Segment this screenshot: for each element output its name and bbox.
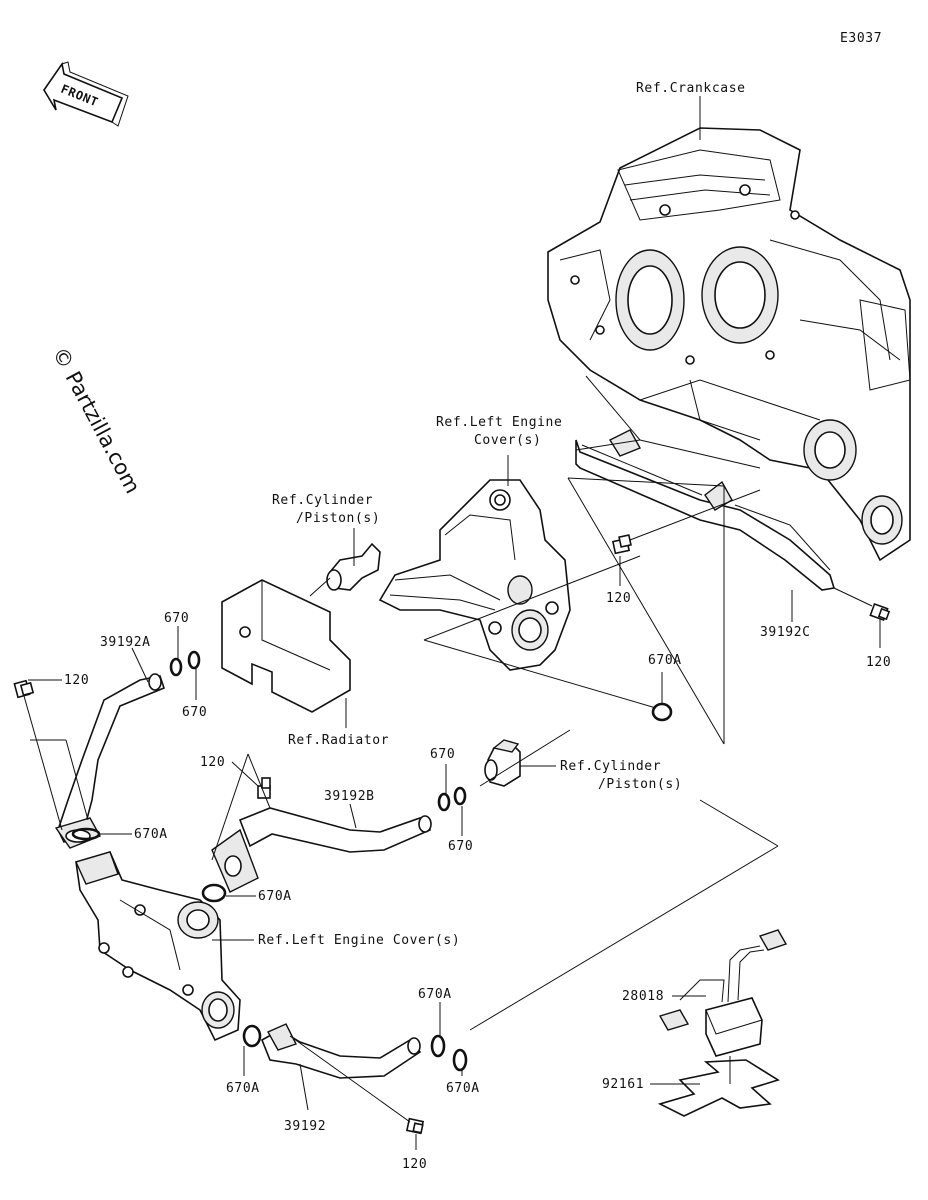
bolt-120-bottom: [405, 1117, 425, 1135]
label-39192A: 39192A: [100, 635, 151, 650]
label-ref-radiator: Ref.Radiator: [288, 733, 389, 748]
label-92161: 92161: [602, 1077, 644, 1092]
bolt-120-mid: [257, 777, 271, 799]
o-ring-670A-bottom-right-a: [430, 1034, 446, 1058]
label-120-a: 120: [64, 673, 89, 688]
label-670-c: 670: [430, 747, 455, 762]
o-ring-670A-bottom-right-b: [452, 1048, 468, 1072]
bolt-120-right: [869, 602, 891, 622]
label-670-b: 670: [182, 705, 207, 720]
diagram-code: E3037: [840, 31, 882, 46]
bolt-120-crank: [611, 534, 632, 555]
label-120-c: 120: [866, 655, 891, 670]
label-ref-left-engine-cover-top-line1: Ref.Left Engine: [436, 415, 562, 430]
bolt-120-left: [13, 679, 35, 699]
label-ref-left-engine-cover-top-line2: Cover(s): [474, 433, 541, 448]
label-670A-d: 670A: [418, 987, 452, 1002]
label-670-d: 670: [448, 839, 473, 854]
front-direction-arrow: FRONT: [43, 61, 129, 127]
label-39192C: 39192C: [760, 625, 811, 640]
crankcase-reference-drawing: [547, 127, 911, 562]
o-ring-670A-top: [651, 702, 673, 722]
o-ring-670-d: [453, 786, 467, 806]
label-ref-cylinder-mid-line2: /Piston(s): [598, 777, 682, 792]
radiator-reference-drawing: [221, 579, 351, 713]
partzilla-watermark: © Partzilla.com: [48, 343, 145, 497]
label-670A-f: 670A: [446, 1081, 480, 1096]
label-670A-b: 670A: [134, 827, 168, 842]
left-engine-cover-bottom-reference: [75, 851, 241, 1042]
cylinder-fitting-top-reference: [326, 542, 381, 591]
left-engine-cover-top-reference: [378, 479, 571, 671]
label-670A-a: 670A: [648, 653, 682, 668]
leader-lines: [23, 96, 881, 1150]
water-pipe-39192B: [211, 807, 432, 893]
o-ring-670A-bottom-left: [242, 1024, 262, 1048]
label-ref-cylinder-top-line1: Ref.Cylinder: [272, 493, 373, 508]
label-120-b: 120: [606, 591, 631, 606]
o-ring-670A-left: [71, 827, 101, 841]
label-ref-cylinder-top-line2: /Piston(s): [296, 511, 380, 526]
o-ring-670-a: [169, 657, 183, 677]
o-ring-670-c: [437, 792, 451, 812]
label-670A-c: 670A: [258, 889, 292, 904]
control-unit-28018: [658, 929, 788, 1057]
label-ref-cylinder-mid-line1: Ref.Cylinder: [560, 759, 661, 774]
label-ref-crankcase: Ref.Crankcase: [636, 81, 746, 96]
label-670-a: 670: [164, 611, 189, 626]
water-pipe-39192: [260, 1023, 422, 1079]
label-670A-e: 670A: [226, 1081, 260, 1096]
water-pipe-39192C: [575, 429, 836, 591]
label-120-e: 120: [402, 1157, 427, 1172]
label-39192B: 39192B: [324, 789, 375, 804]
label-120-d: 120: [200, 755, 225, 770]
label-39192: 39192: [284, 1119, 326, 1134]
label-ref-left-engine-cover-bottom: Ref.Left Engine Cover(s): [258, 933, 460, 948]
sheet-92161: [657, 1059, 780, 1117]
o-ring-670A-mid: [201, 883, 227, 903]
o-ring-670-b: [187, 650, 201, 670]
label-28018: 28018: [622, 989, 664, 1004]
